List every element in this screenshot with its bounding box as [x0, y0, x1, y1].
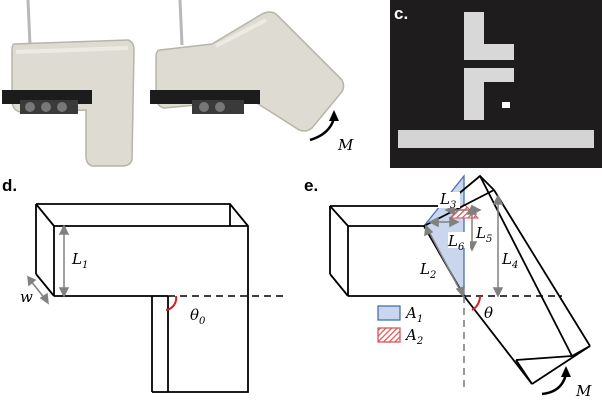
panel-c-label: c.	[394, 4, 409, 23]
legend-swatch-A2	[377, 327, 401, 343]
dim-label-L1: L1	[71, 250, 88, 271]
diagram-e: L3 L5 L6 L2 L4 θ A1 A2 M	[300, 170, 602, 412]
moment-label-b: M	[337, 136, 354, 154]
dim-label-L2: L2	[419, 260, 436, 281]
dim-label-L3: L3	[439, 190, 456, 211]
legend-label-A2: A2	[404, 326, 423, 347]
panel-e-label: e.	[304, 176, 319, 195]
panel-d-label: d.	[2, 176, 18, 195]
diagram-d: L1 w θ0	[0, 170, 300, 412]
photo-c-cut-layers	[390, 0, 602, 168]
photo-a-straight-actuator	[0, 0, 140, 168]
legend-label-A1: A1	[404, 304, 423, 325]
angle-label-theta0: θ0	[190, 306, 206, 327]
dim-label-L5: L5	[475, 224, 492, 245]
dim-label-w: w	[20, 288, 33, 306]
moment-label-e: M	[575, 382, 592, 400]
dim-label-L6: L6	[447, 232, 465, 253]
legend-swatch-A1	[377, 305, 401, 321]
dim-label-L4: L4	[501, 250, 518, 271]
angle-label-theta: θ	[484, 304, 493, 322]
photo-b-bent-actuator: M	[142, 0, 362, 168]
